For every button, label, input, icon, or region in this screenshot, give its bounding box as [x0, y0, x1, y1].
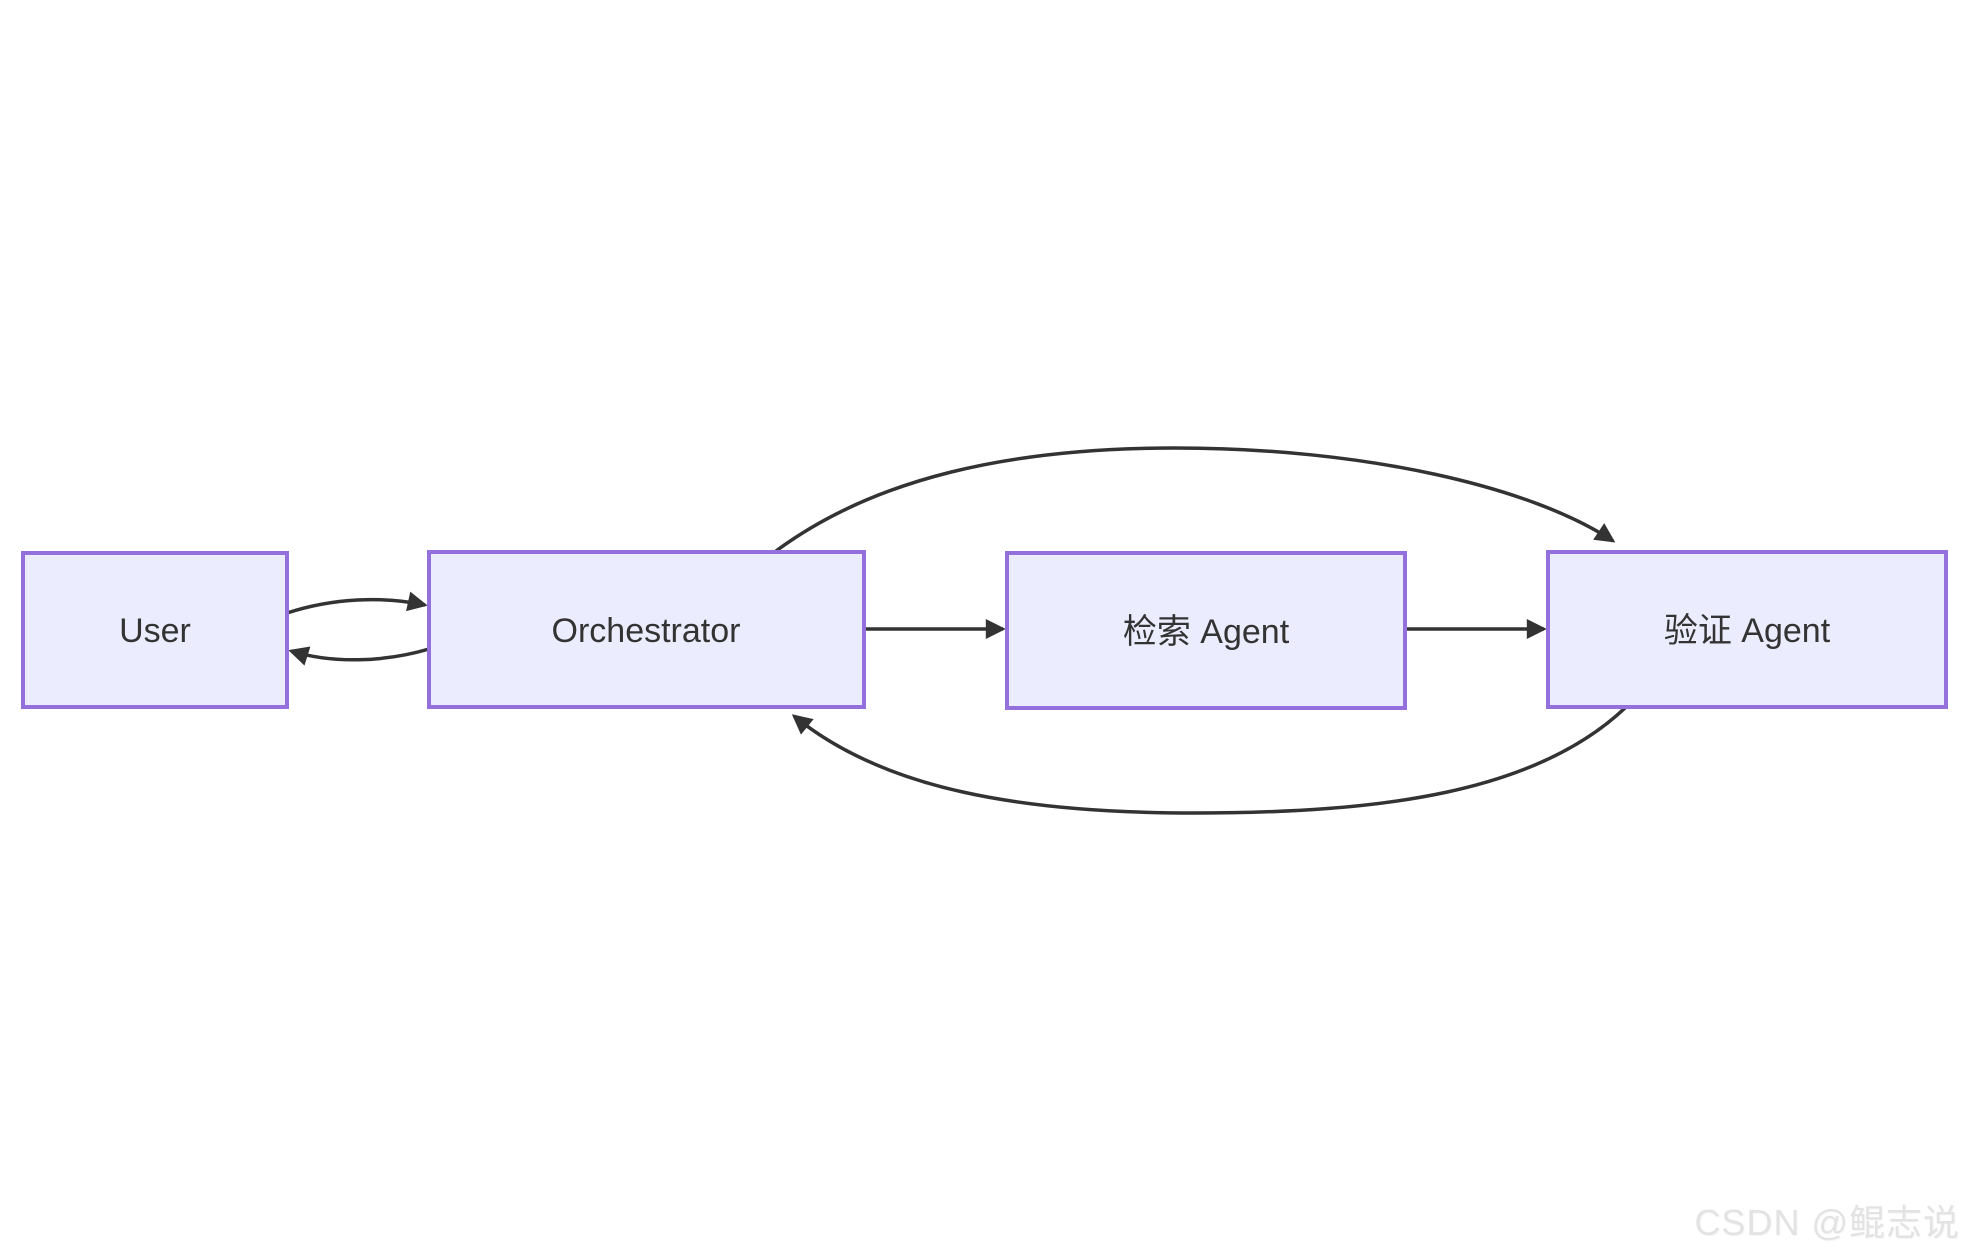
node-retrieval-agent-label: 检索 Agent	[1123, 613, 1290, 651]
csdn-watermark: CSDN @鲲志说	[1694, 1202, 1960, 1243]
edge-orchestrator-to-user	[288, 646, 430, 666]
node-verification-agent-label: 验证 Agent	[1664, 612, 1831, 650]
node-orchestrator-label: Orchestrator	[552, 612, 741, 650]
node-verification-agent: 验证 Agent	[1546, 550, 1948, 709]
node-user-label: User	[119, 612, 191, 650]
node-retrieval-agent: 检索 Agent	[1005, 551, 1407, 710]
node-user: User	[21, 551, 289, 709]
edge-verification-agent-to-orchestrator	[791, 706, 1627, 815]
node-orchestrator-box	[427, 550, 866, 709]
node-orchestrator: Orchestrator	[427, 550, 866, 709]
node-retrieval-agent-box	[1005, 551, 1407, 710]
edge-user-to-orchestrator	[286, 591, 428, 615]
node-user-box	[21, 551, 289, 709]
node-verification-agent-box	[1546, 550, 1948, 709]
edge-orchestrator-to-verification-agent	[774, 446, 1616, 553]
